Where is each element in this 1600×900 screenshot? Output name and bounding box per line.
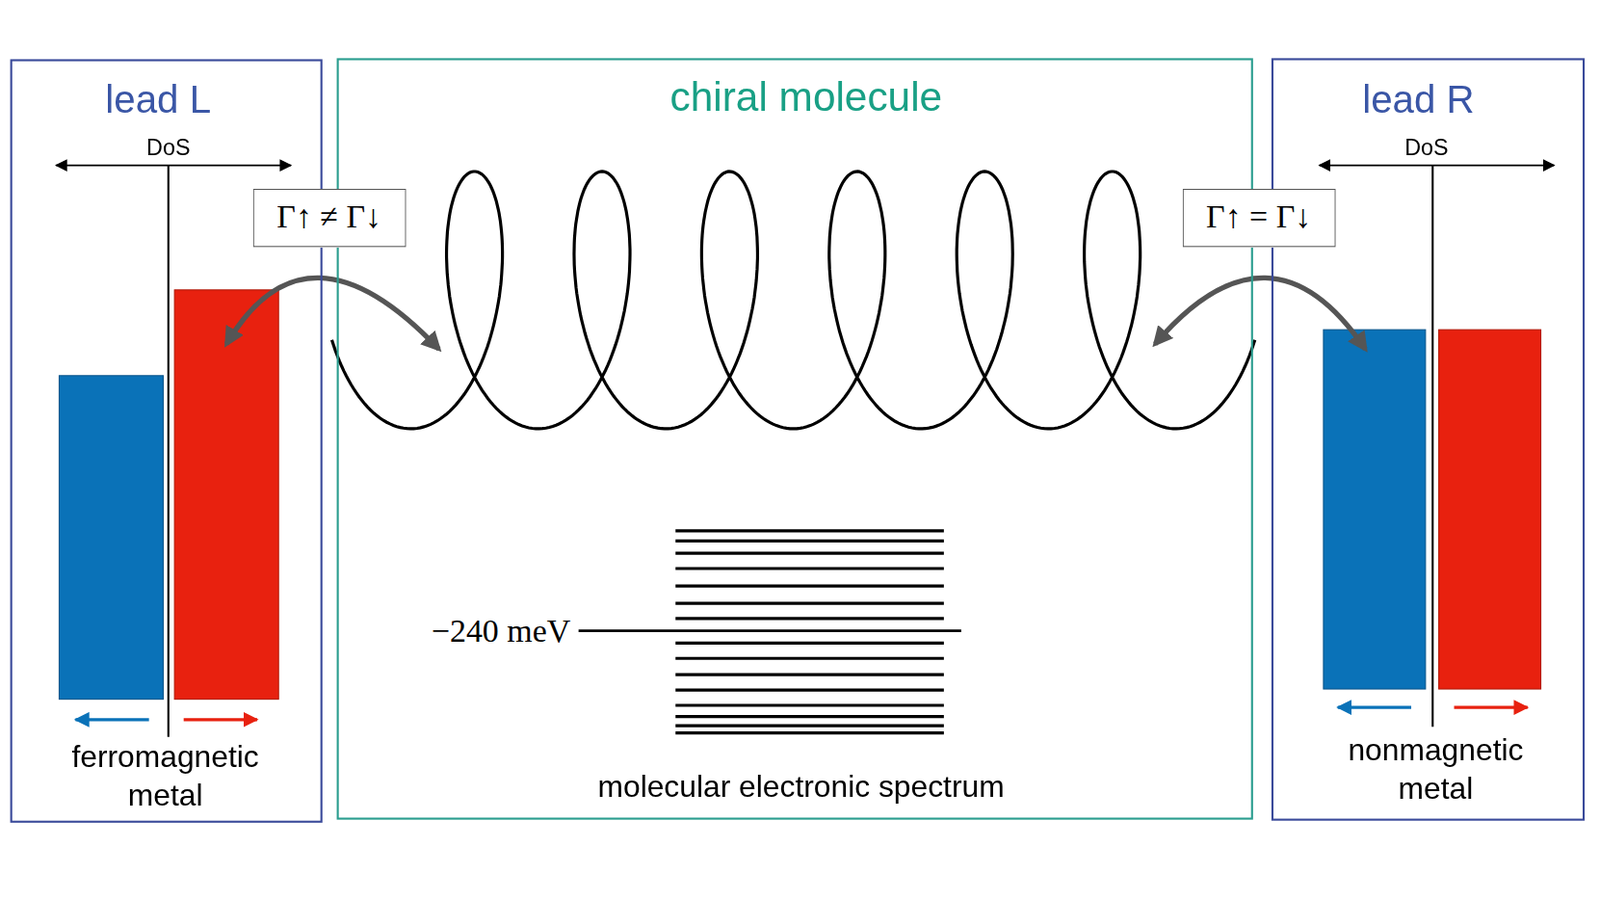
molecule-box: chiral molecule molecular electronic spec… xyxy=(337,57,1254,819)
energy-level xyxy=(675,551,945,555)
axis-label: DoS xyxy=(146,134,190,162)
energy-level xyxy=(675,583,945,587)
spin-arrow xyxy=(1337,706,1412,709)
energy-level xyxy=(675,528,945,532)
coupling-arrow xyxy=(1154,277,1365,349)
spin-up-band xyxy=(174,289,279,700)
lead-title: lead R xyxy=(1362,75,1474,123)
energy-level xyxy=(675,724,945,728)
energy-level xyxy=(675,601,945,604)
dos-axis xyxy=(167,165,170,737)
spin-down-band xyxy=(58,375,163,700)
energy-level xyxy=(675,731,945,735)
lead-material: ferromagnetic metal xyxy=(42,736,288,815)
energy-level xyxy=(675,673,945,677)
spin-arrow xyxy=(183,717,258,721)
spin-arrow xyxy=(1454,706,1528,709)
energy-level xyxy=(675,539,945,543)
coupling-label: Γ↑ = Γ↓ xyxy=(1206,197,1312,237)
energy-level xyxy=(675,641,945,645)
molecule-title: chiral molecule xyxy=(670,72,944,122)
energy-level xyxy=(675,714,945,718)
spin-up-band xyxy=(1439,329,1542,689)
coupling-arrow xyxy=(226,277,439,349)
helix xyxy=(331,171,1255,429)
spectrum-caption: molecular electronic spectrum xyxy=(597,768,1004,806)
dos-axis xyxy=(55,164,291,167)
energy-level xyxy=(675,566,945,570)
axis-label: DoS xyxy=(1404,134,1448,162)
coupling-box: Γ↑ ≠ Γ↓ xyxy=(253,188,407,247)
energy-label: −240 meV xyxy=(428,611,575,651)
spin-arrow xyxy=(75,717,149,721)
lead-title: lead L xyxy=(104,75,211,123)
dos-axis xyxy=(1319,164,1555,167)
coupling-label: Γ↑ ≠ Γ↓ xyxy=(276,197,382,237)
lead-box: lead R DoS nonmagnetic metal xyxy=(1271,57,1585,820)
energy-level xyxy=(675,616,945,620)
energy-level xyxy=(675,656,945,660)
energy-level xyxy=(675,688,945,692)
spin-down-band xyxy=(1323,329,1426,689)
lead-material: nonmagnetic metal xyxy=(1312,730,1558,809)
coupling-box: Γ↑ = Γ↓ xyxy=(1182,188,1337,247)
lead-box: lead L DoS ferromagnetic metal xyxy=(10,58,323,822)
energy-level xyxy=(675,703,945,707)
dos-axis xyxy=(1431,165,1434,728)
reference-level xyxy=(578,629,962,632)
